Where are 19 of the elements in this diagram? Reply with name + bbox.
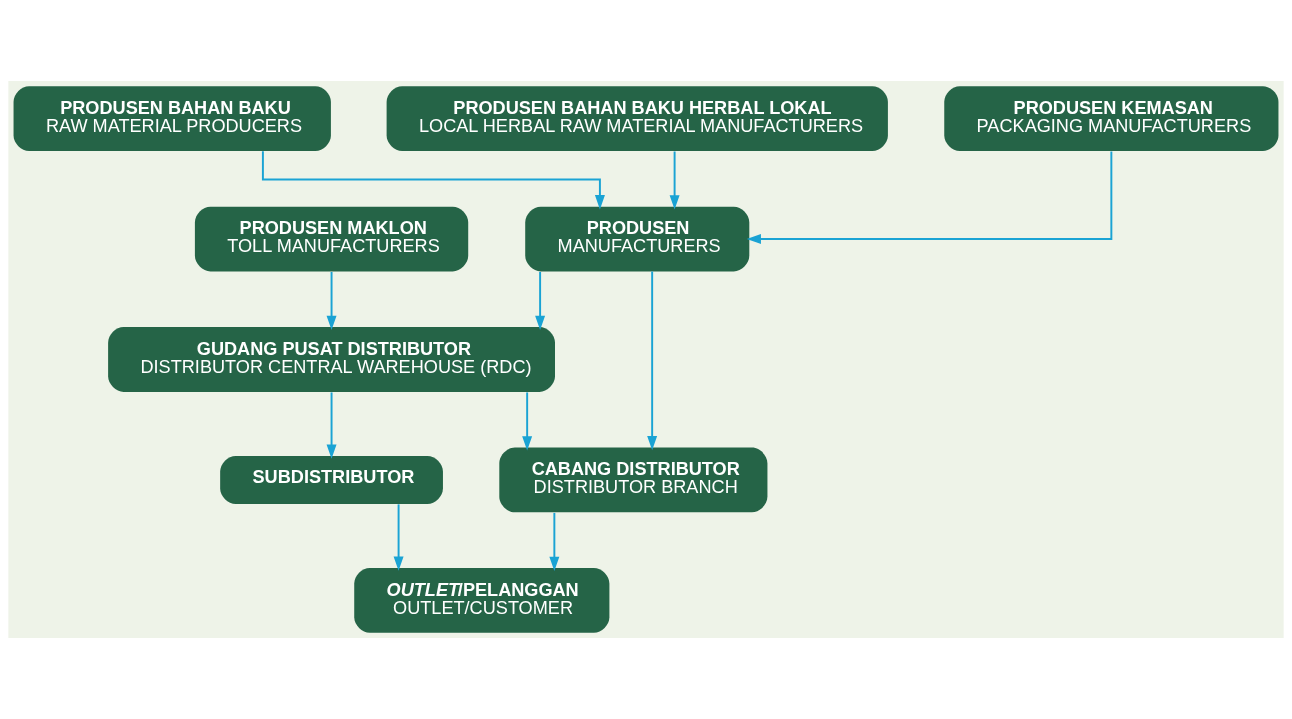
arrow [326, 270, 337, 330]
node-box: CABANG DISTRIBUTOR DISTRIBUTOR BRANCH [499, 447, 768, 513]
arrow [549, 511, 560, 571]
arrow [647, 270, 658, 451]
arrow [669, 150, 680, 210]
node-box: SUBDISTRIBUTOR [220, 456, 443, 504]
arrow [326, 391, 337, 459]
node-box: PRODUSEN KEMASAN PACKAGING MANUFACTURERS [944, 86, 1279, 151]
node-box: GUDANG PUSAT DISTRIBUTOR DISTRIBUTOR CENTRAL WAREHOUSE (RDC) [108, 327, 555, 392]
arrow [393, 503, 404, 571]
node-box: PRODUSEN MAKLON TOLL MANUFACTURERS [194, 206, 469, 272]
arrow [261, 150, 605, 210]
arrow [535, 270, 546, 330]
node-box: PRODUSEN MANUFACTURERS [525, 206, 750, 272]
node-box: PRODUSEN BAHAN BAKU HERBAL LOKAL LOCAL HERBAL RAW MATERIAL MANUFACTURERS [386, 86, 888, 151]
arrow [746, 150, 1113, 245]
arrow [522, 391, 533, 451]
node-box: PRODUSEN BAHAN BAKU RAW MATERIAL PRODUCERS [13, 86, 331, 151]
node-box: OUTLET/PELANGGAN OUTLET/CUSTOMER [354, 568, 610, 633]
